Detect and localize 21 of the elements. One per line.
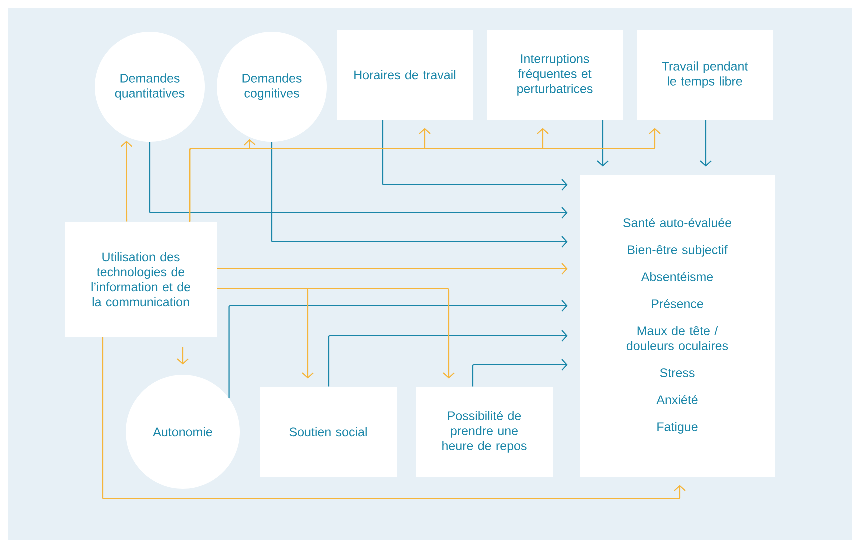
- arrow: [189, 128, 661, 222]
- factor-box: Horaires de travail: [337, 30, 473, 120]
- arrow: [472, 359, 568, 387]
- arrow: [271, 142, 568, 248]
- arrow: [228, 300, 568, 398]
- arrow: [700, 120, 712, 167]
- factor-box: Travail pendant le temps libre: [637, 30, 773, 120]
- factor-box: Utilisation des technologies de l’information et de la communication: [65, 222, 217, 337]
- arrow: [328, 330, 568, 387]
- outcome-box: Santé auto-évaluée Bien-être subjectif Absentéisme Présence Maux de tête / douleurs oculaires Stress Anxiété Fatigue: [580, 175, 775, 477]
- arrow: [102, 337, 686, 500]
- arrow: [217, 263, 568, 275]
- arrow: [120, 141, 133, 222]
- arrow: [217, 288, 455, 379]
- arrow: [382, 120, 568, 191]
- factor-box: Possibilité de prendre une heure de repos: [416, 387, 553, 477]
- factor-box: Soutien social: [260, 387, 397, 477]
- arrow: [177, 347, 189, 365]
- factor-box: Interruptions fréquentes et perturbatrices: [487, 30, 623, 120]
- arrow: [597, 120, 609, 167]
- arrow: [149, 142, 568, 219]
